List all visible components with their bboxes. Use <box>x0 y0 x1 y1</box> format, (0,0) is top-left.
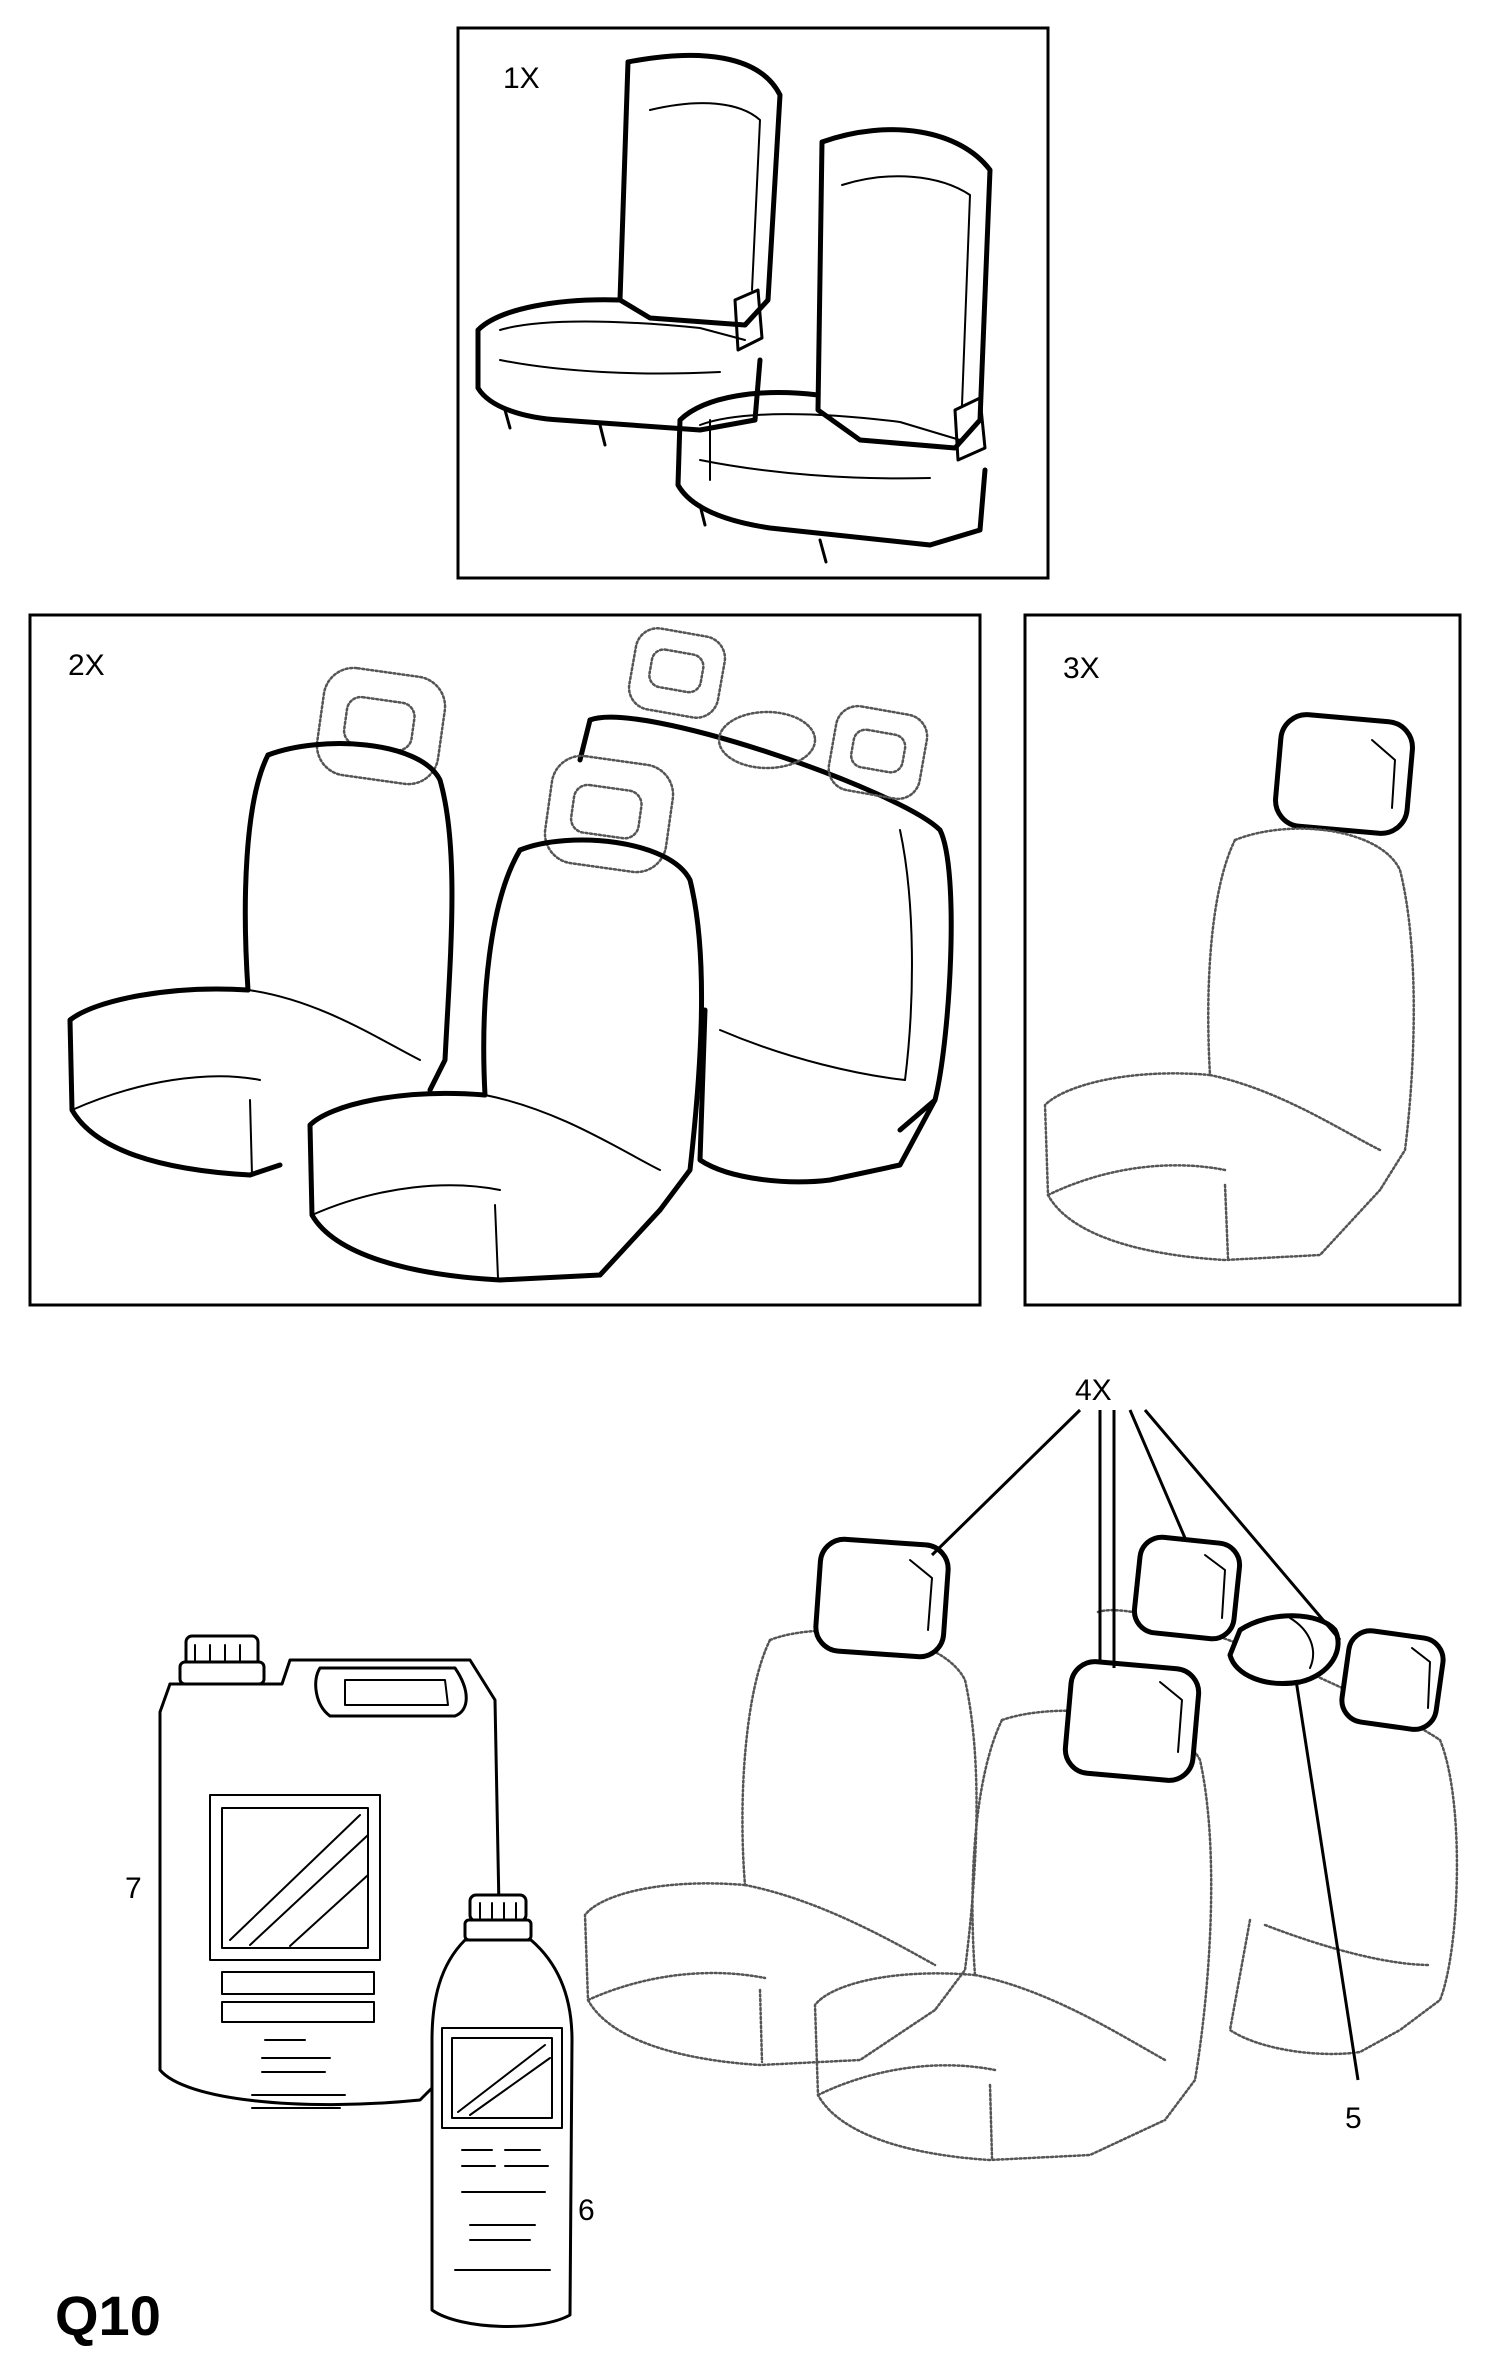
bottle-6 <box>430 1893 574 2328</box>
callout-headrests-label: 4X <box>1075 1374 1112 1407</box>
panel-1-front-seats: 1X <box>456 26 1050 580</box>
panel-3-single-seat: 3X <box>1023 613 1462 1307</box>
diagram-code: Q10 <box>55 2284 161 2347</box>
seat-left-1x <box>475 52 783 447</box>
panel-3-frame <box>1023 613 1462 1307</box>
canister-7 <box>158 1634 502 2109</box>
seat-bottom-left <box>583 1629 978 2067</box>
callout-cushion-label: 5 <box>1345 2102 1362 2135</box>
front-seat-left-2x <box>67 666 455 1178</box>
headrest-front <box>1062 1659 1202 1783</box>
headrest-bench-right <box>1339 1628 1446 1732</box>
headrest-left <box>813 1536 951 1660</box>
center-cushion <box>1227 1613 1341 1686</box>
panel-1-frame <box>456 26 1050 580</box>
panel-3-label: 3X <box>1063 652 1100 685</box>
panel-2-frame <box>28 613 982 1307</box>
headrest-assembly: 4X 5 <box>583 1374 1459 2162</box>
headrest-leader-lines <box>930 1408 1342 1668</box>
front-seat-middle-2x <box>307 754 705 1283</box>
seat-right-1x <box>675 127 993 564</box>
rear-bench-2x <box>577 627 954 1185</box>
cushion-leader-line <box>1294 1679 1360 2081</box>
headrest-highlight-3x <box>1273 712 1415 836</box>
callout-canister-label: 7 <box>125 1872 142 1905</box>
panel-2-seats-with-headrests: 2X <box>28 613 982 1307</box>
panel-1-label: 1X <box>503 62 540 95</box>
seat-3x <box>1043 712 1415 1262</box>
panel-2-label: 2X <box>68 649 105 682</box>
headrest-bench-left <box>1131 1534 1243 1642</box>
callout-bottle-label: 6 <box>578 2194 595 2227</box>
